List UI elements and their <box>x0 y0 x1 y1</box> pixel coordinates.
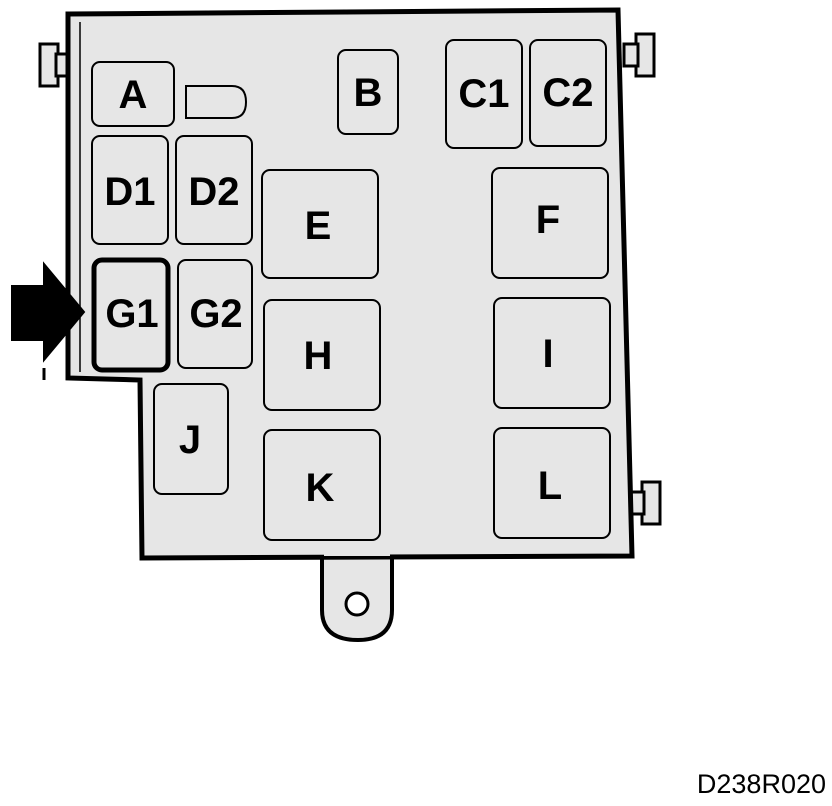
relay-k <box>263 429 381 541</box>
relay-a-label: A <box>119 73 148 117</box>
relay-d1 <box>91 135 169 245</box>
right-top-mounting-tab <box>622 32 656 78</box>
relay-b-label: B <box>354 71 383 115</box>
blank-slot <box>185 85 248 119</box>
relay-c2 <box>529 39 607 147</box>
relay-d2 <box>175 135 253 245</box>
relay-i-label: I <box>542 332 553 376</box>
relay-l-label: L <box>538 464 562 508</box>
relay-d2-label: D2 <box>188 170 239 214</box>
relay-j-label: J <box>179 418 201 462</box>
relay-k-label: K <box>306 466 335 510</box>
relay-a <box>91 61 175 127</box>
relay-g1 <box>91 257 171 373</box>
relay-h-label: H <box>304 334 333 378</box>
relay-b <box>337 49 399 135</box>
relay-j <box>153 383 229 495</box>
relay-h <box>263 299 381 411</box>
relay-c1-label: C1 <box>458 72 509 116</box>
relay-l <box>493 427 611 539</box>
relay-c2-label: C2 <box>542 71 593 115</box>
bottom-mounting-ear <box>320 552 394 643</box>
relay-f-label: F <box>536 198 560 242</box>
relay-g1-label: G1 <box>105 292 158 336</box>
relay-g2 <box>177 259 253 369</box>
relay-e-label: E <box>305 204 332 248</box>
relay-d1-label: D1 <box>104 170 155 214</box>
relay-e <box>261 169 379 279</box>
relay-g2-label: G2 <box>189 292 242 336</box>
locator-arrow <box>11 261 86 363</box>
relay-c1 <box>445 39 523 149</box>
relay-i <box>493 297 611 409</box>
relay-f <box>491 167 609 279</box>
figure-code: D238R020 <box>696 769 826 799</box>
right-bottom-mounting-tab <box>628 480 662 526</box>
